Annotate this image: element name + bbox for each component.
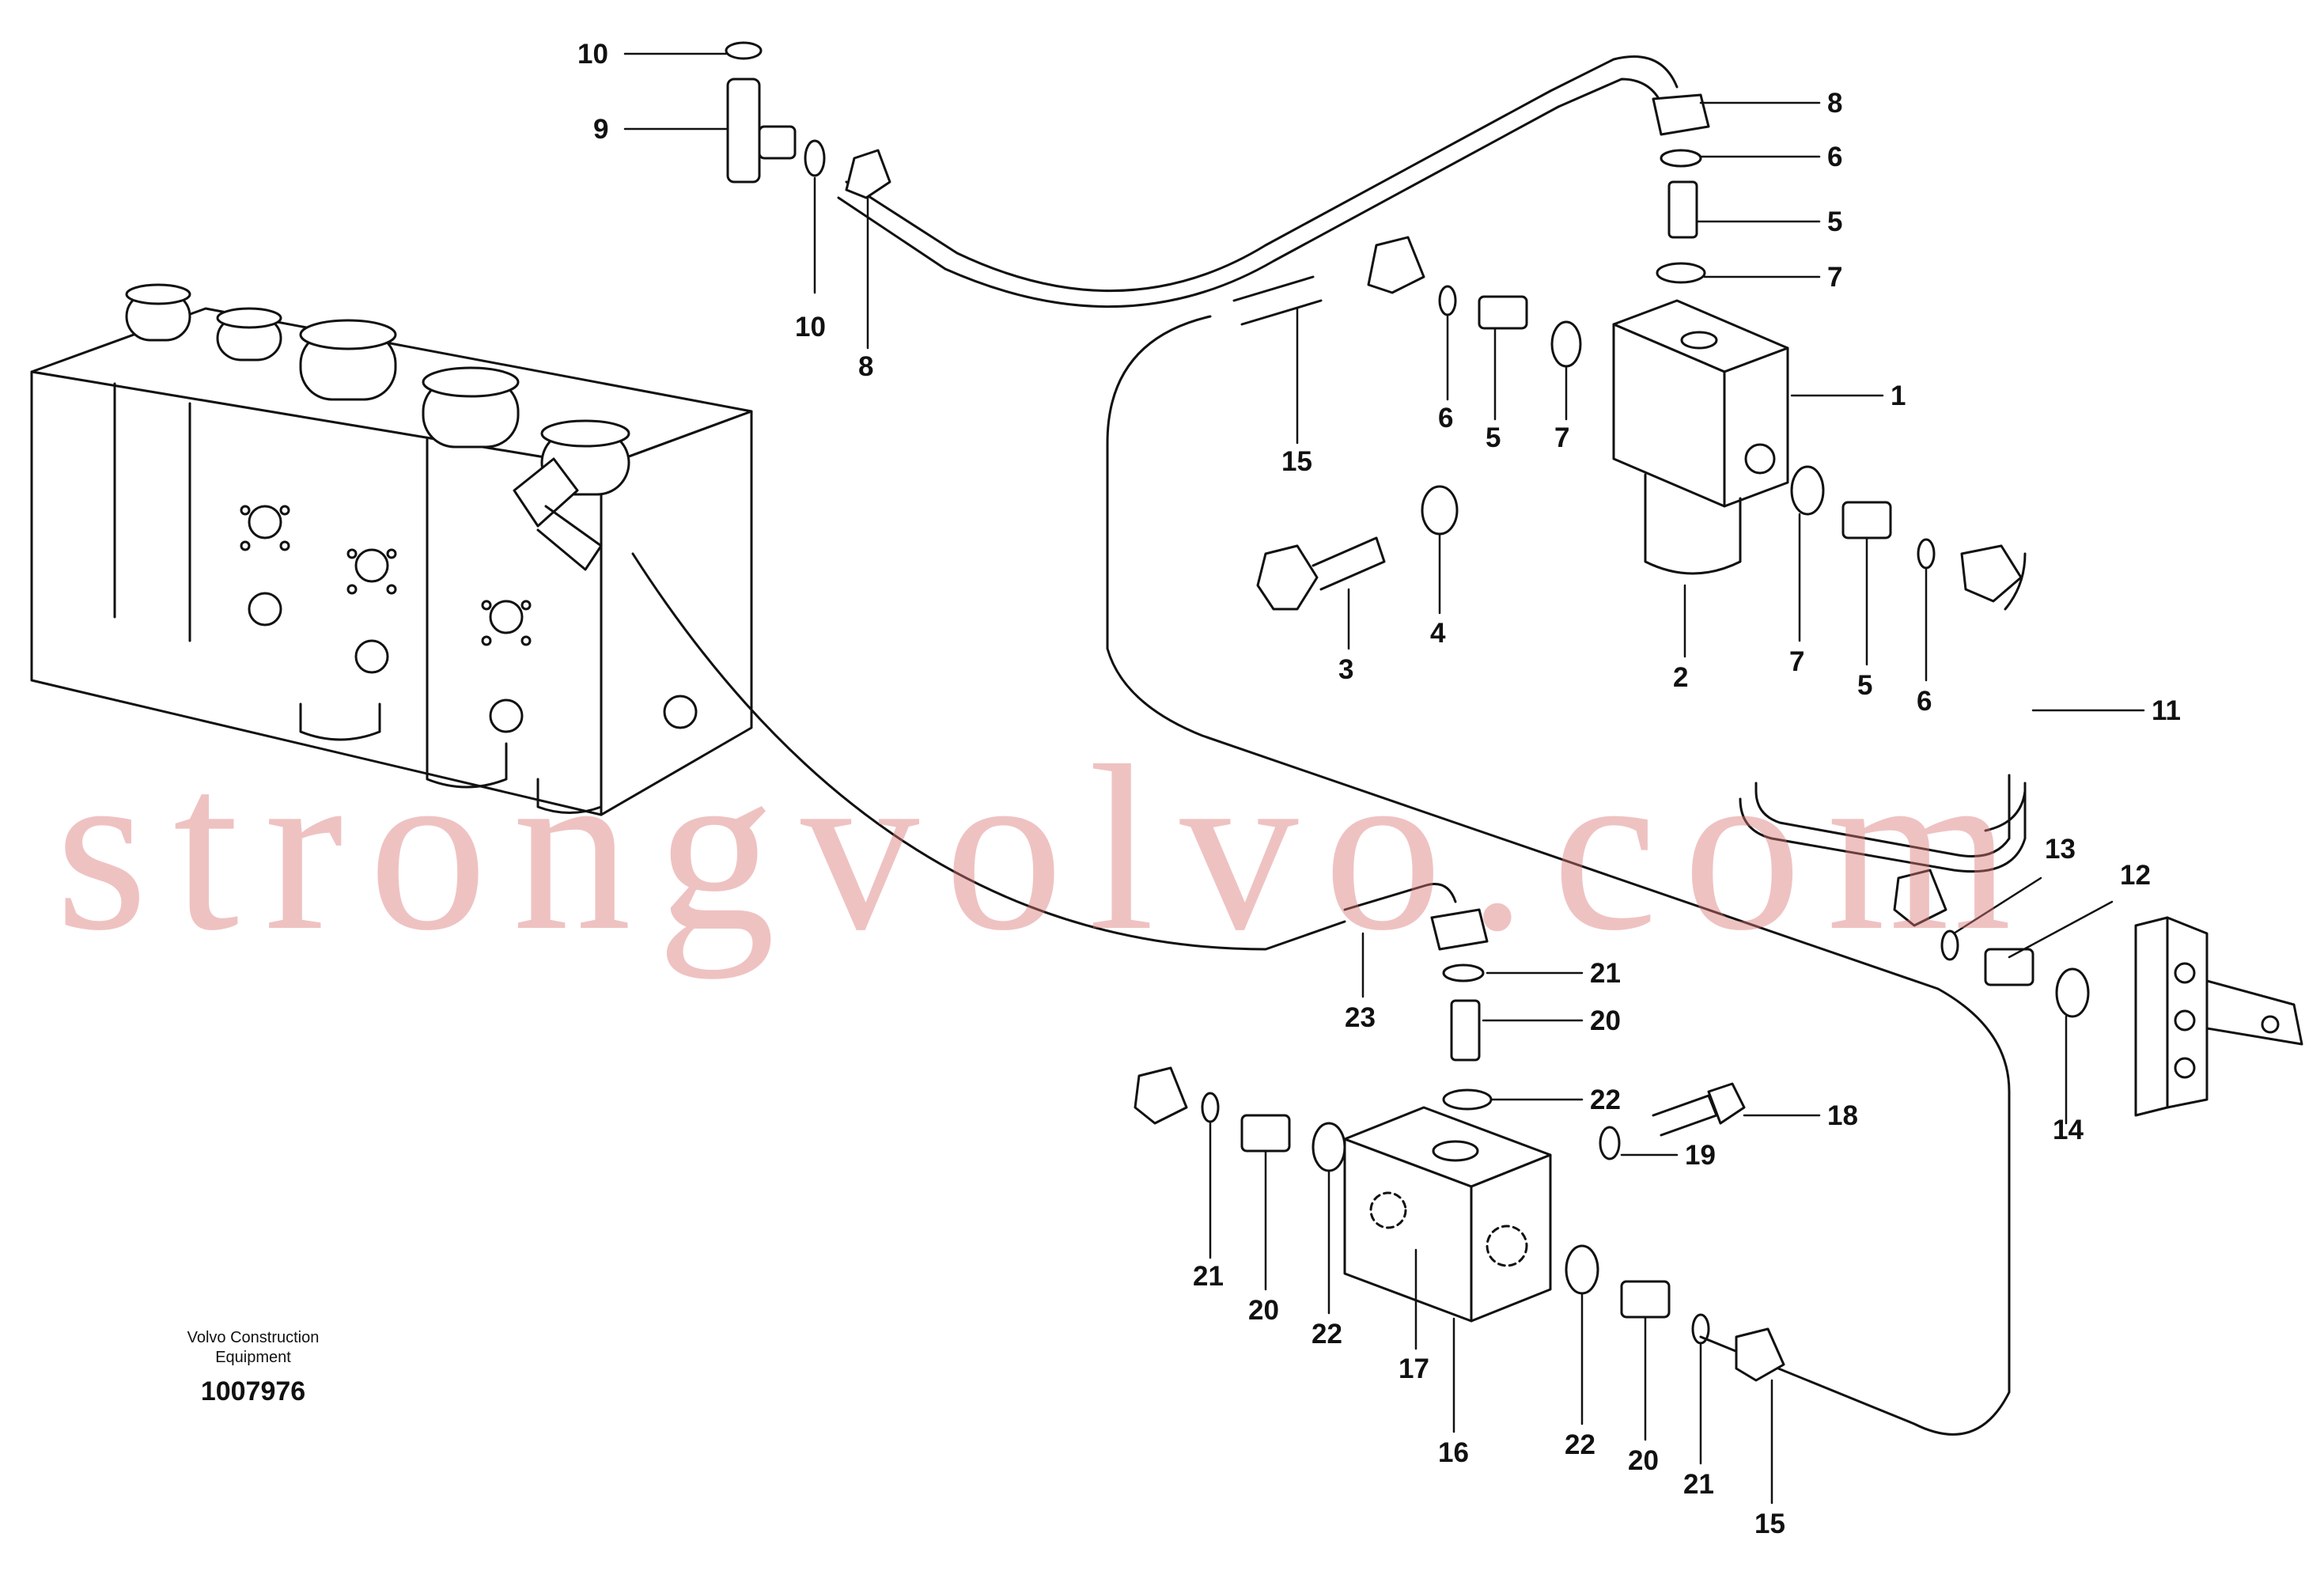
callout: 10 (795, 312, 826, 343)
callout: 14 (2053, 1115, 2084, 1145)
callout: 8 (1827, 88, 1842, 119)
drawing-number: 1007976 (200, 1376, 306, 1406)
callout: 9 (593, 114, 608, 145)
callout: 5 (1486, 422, 1501, 453)
bracket-14 (2134, 916, 2303, 1117)
callout: 8 (858, 351, 873, 382)
callout: 1 (1891, 380, 1906, 411)
callout: 12 (2120, 860, 2151, 891)
hose-15-upper (1106, 275, 2011, 1436)
callout: 5 (1857, 670, 1872, 701)
callout: 21 (1590, 958, 1621, 989)
callout: 4 (1430, 618, 1446, 649)
callout: 6 (1438, 403, 1453, 433)
callout: 22 (1590, 1085, 1621, 1115)
block-16 (1343, 1106, 1552, 1323)
callout: 10 (577, 39, 608, 70)
callout: 20 (1590, 1005, 1621, 1036)
callout: 7 (1827, 262, 1842, 293)
callout: 15 (1281, 446, 1312, 477)
credit-company-line1: Volvo Construction (187, 1329, 320, 1346)
credit-company-line2: Equipment (215, 1349, 291, 1366)
callout: 7 (1554, 422, 1569, 453)
hose-8 (837, 55, 1679, 309)
hose-23 (631, 552, 1457, 951)
control-valve-block (30, 283, 753, 816)
callout: 15 (1754, 1509, 1785, 1539)
leader-lines (623, 52, 2145, 1505)
solenoid-3 (299, 319, 397, 401)
callout: 3 (1338, 654, 1353, 685)
callout: 20 (1628, 1445, 1659, 1476)
hose-11 (1739, 552, 2027, 873)
callout: 6 (1827, 142, 1842, 172)
callout: 23 (1345, 1002, 1376, 1033)
solenoid-1 (125, 283, 191, 342)
fittings (725, 41, 2090, 1382)
callout: 6 (1917, 686, 1932, 717)
callout: 17 (1399, 1353, 1429, 1384)
solenoid-4 (422, 366, 520, 449)
callout: 5 (1827, 206, 1842, 237)
callout: 20 (1248, 1295, 1279, 1326)
solenoid-2 (216, 307, 282, 362)
callout: 18 (1827, 1100, 1858, 1131)
callout: 7 (1789, 646, 1804, 677)
callout: 19 (1685, 1140, 1716, 1171)
callout: 13 (2045, 834, 2076, 865)
callout: 16 (1438, 1437, 1469, 1468)
block-1 (1612, 299, 1789, 575)
callout: 11 (2152, 695, 2181, 726)
callout-numbers: 10 9 10 8 8 6 5 7 1 15 6 5 7 3 4 2 7 5 6… (577, 39, 2181, 1539)
callout: 22 (1312, 1319, 1342, 1350)
callout: 21 (1193, 1261, 1224, 1292)
callout: 22 (1565, 1429, 1595, 1460)
callout: 2 (1673, 662, 1688, 693)
callout: 21 (1683, 1469, 1714, 1500)
